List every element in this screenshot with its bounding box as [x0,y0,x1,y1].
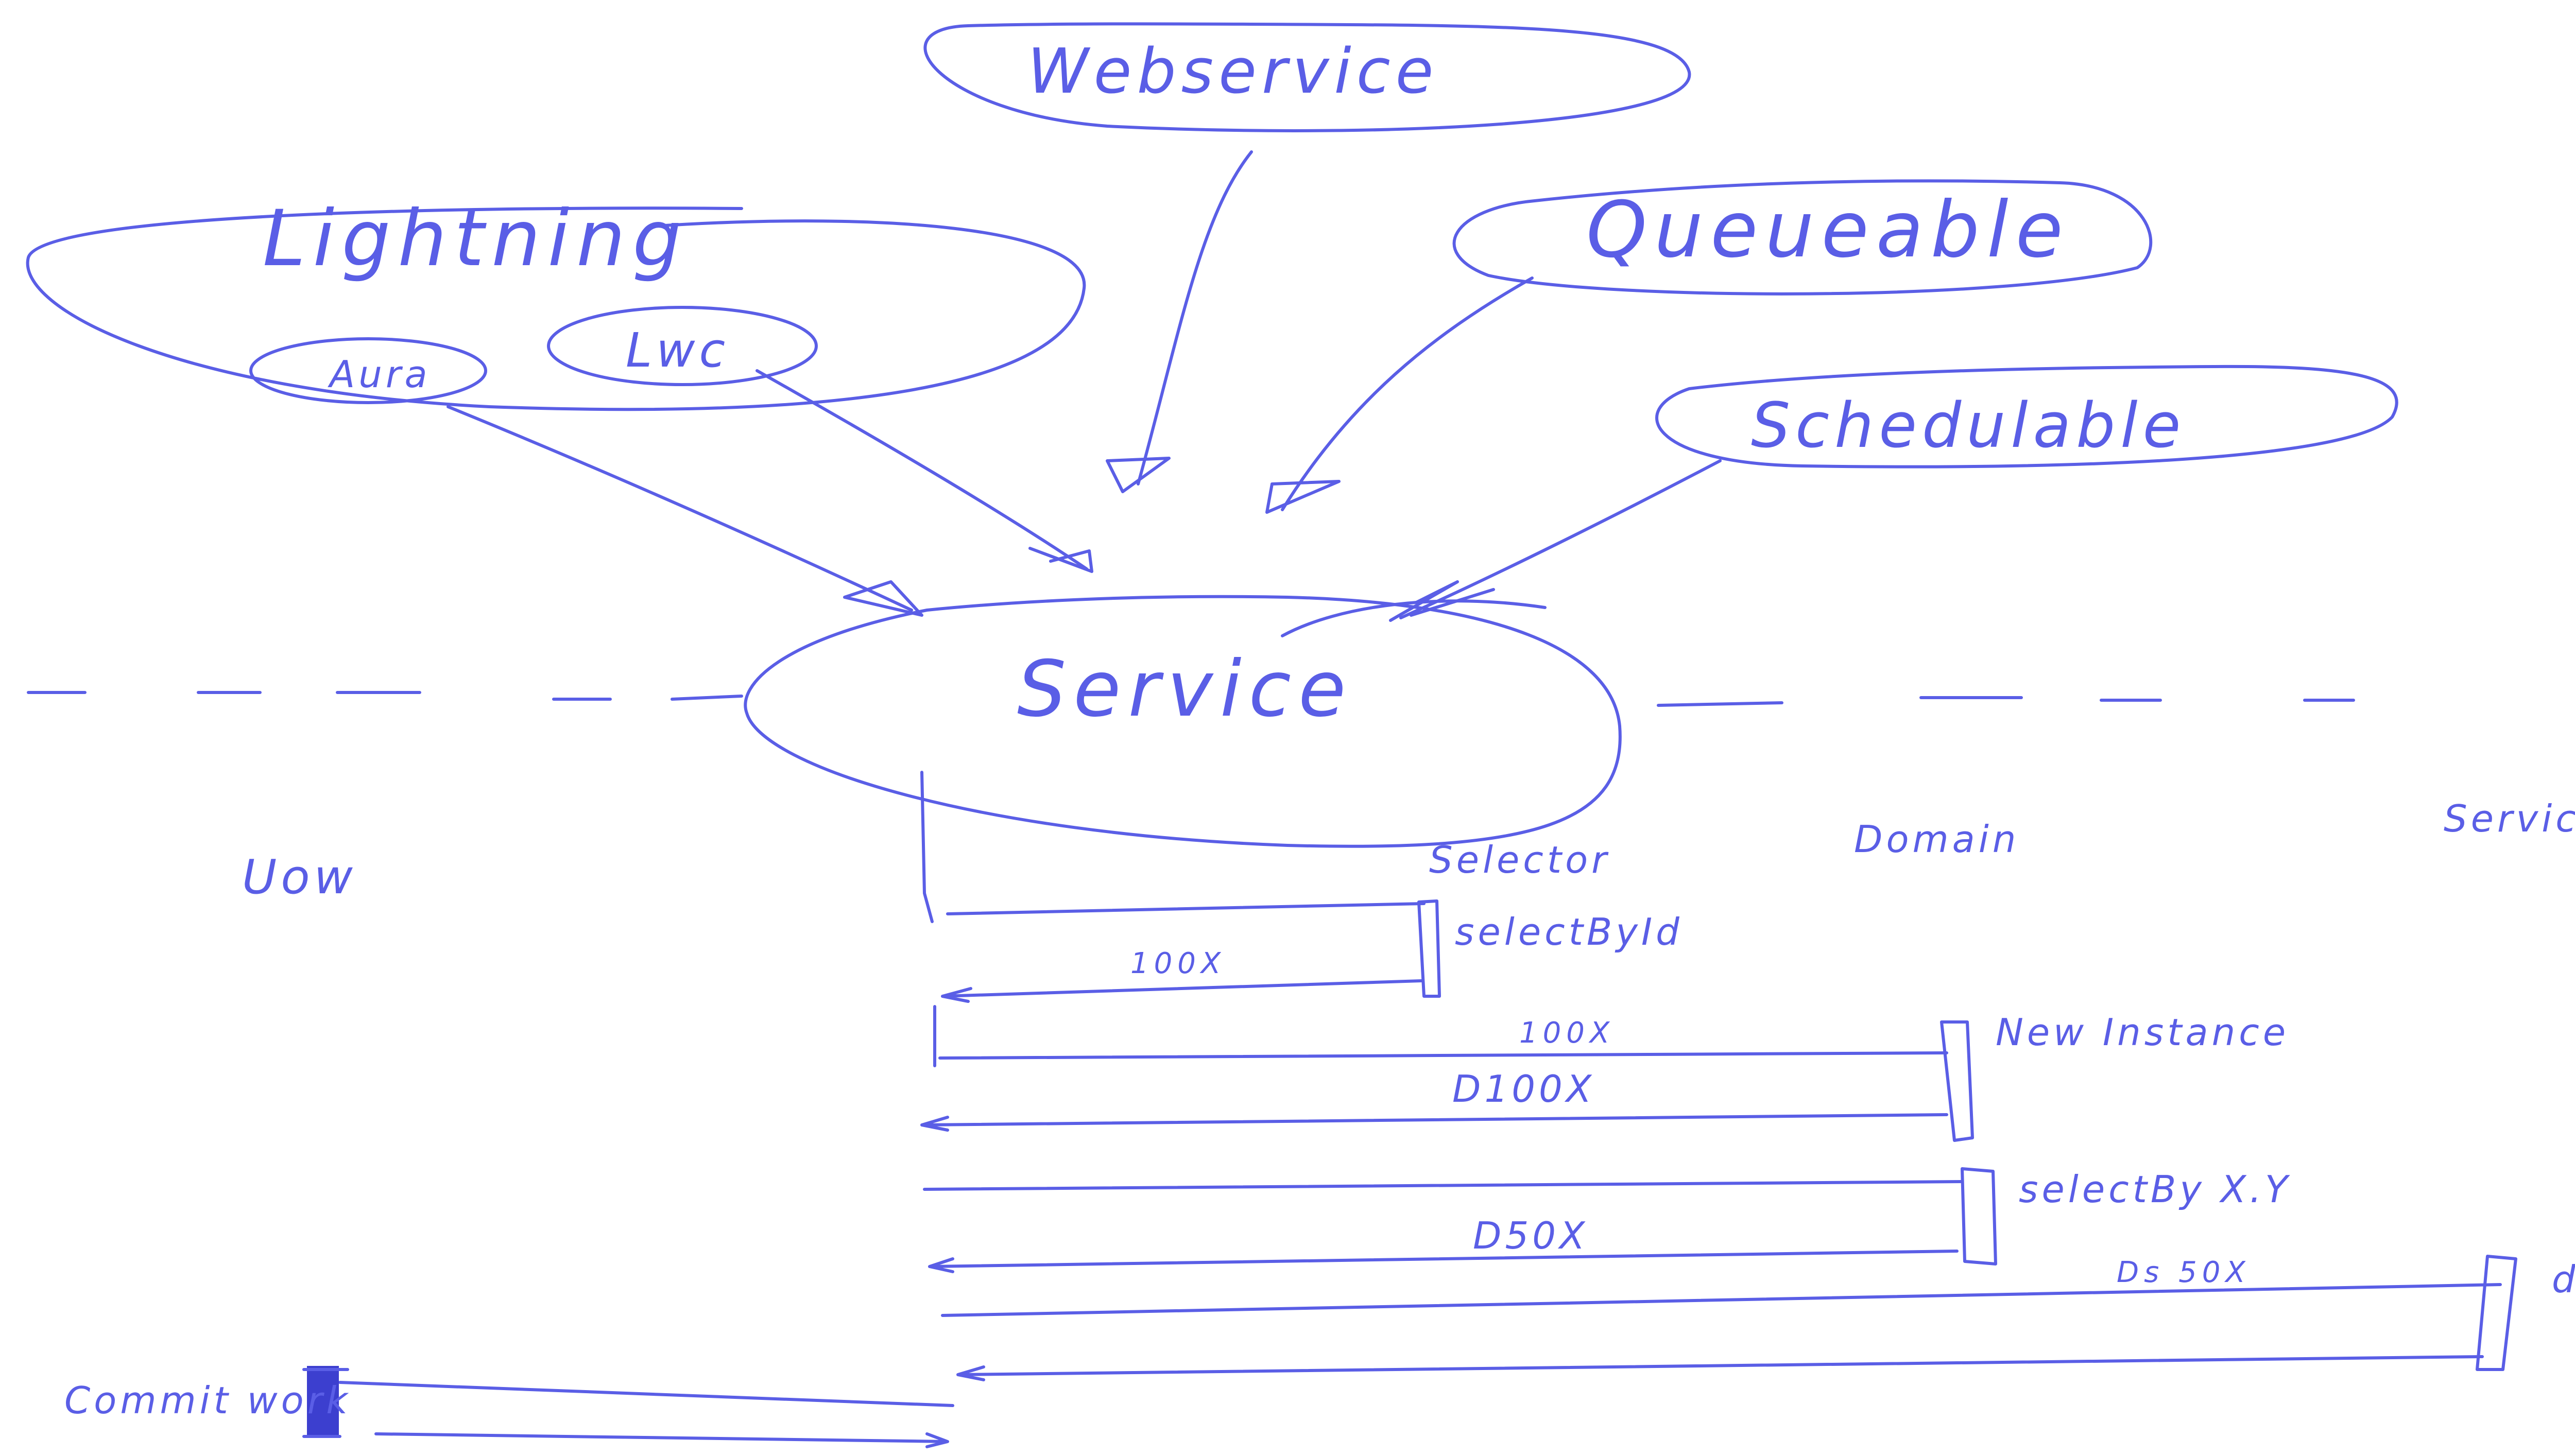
message-do-x: Ds 50X doX [941,1255,2575,1381]
schedulable-bubble [1655,365,2398,469]
arrow-lwc [756,369,1088,570]
message-do-x-label: doX [2552,1258,2575,1301]
message-select-by-xy-return [928,1250,1959,1273]
arrow-webservice [1137,150,1253,486]
service-lifeline [920,771,934,923]
lightning-bubble [26,206,1086,411]
layer-boundary [27,691,2355,707]
commit-work-call [338,1381,954,1407]
arrowhead-lwc [1028,547,1093,573]
message-new-instance-return-label: D100X [1452,1067,1595,1111]
webservice-label: Webservice [1027,36,1439,108]
arrowhead-aura [843,580,923,617]
aura-label: Aura [328,353,431,396]
message-select-by-id-label: selectById [1455,910,1683,954]
lane-headers: Uow Selector Domain Service [242,797,2575,905]
service-activation [2476,1255,2517,1371]
message-select-by-xy-return-label: D50X [1473,1214,1588,1257]
entry-arrows [447,150,1722,622]
lwc-bubble [547,306,818,386]
queueable-bubble [1452,179,2153,296]
message-new-instance-label: New Instance [1996,1011,2289,1054]
arrow-aura [447,405,913,612]
schedulable-label: Schedulable [1751,390,2186,462]
domain-activation-2 [1961,1167,1997,1266]
message-new-instance-return [920,1113,1948,1132]
webservice-bubble [923,22,1691,132]
commit-work-return [374,1432,949,1448]
message-select-by-id-return [941,979,1423,1003]
queueable-node: Queueable [1452,179,2153,296]
message-select-by-xy: selectBy X.Y D50X [923,1167,2291,1273]
message-new-instance: 100X New Instance D100X [920,1005,2289,1142]
lane-selector-label: Selector [1429,838,1610,881]
service-bubble-tail [1281,599,1547,637]
service-label: Service [1017,645,1353,734]
message-do-x-call-label: Ds 50X [2117,1256,2251,1289]
lightning-label: Lightning [263,194,689,284]
arrowhead-queueable [1265,480,1341,514]
message-new-instance-call-label: 100X [1519,1016,1615,1050]
queueable-label: Queueable [1586,185,2070,275]
message-do-x-return [956,1355,2484,1381]
lightning-node: Lightning Aura Lwc [26,194,1086,411]
commit-work-label: Commit work [64,1379,351,1422]
service-bubble [744,595,1622,848]
selector-activation-1 [1417,899,1441,998]
lane-uow-label: Uow [242,850,357,905]
domain-activation [1940,1020,1974,1142]
schedulable-node: Schedulable [1655,365,2398,469]
arrow-queueable [1281,276,1534,511]
webservice-node: Webservice [923,22,1691,132]
arrowhead-webservice [1106,457,1171,493]
service-node: Service [744,595,1622,848]
lane-service-label: Service [2444,797,2575,840]
lane-domain-label: Domain [1854,818,2019,861]
message-select-by-id: selectById 100X [941,899,1683,1003]
lwc-label: Lwc [626,323,729,378]
message-select-by-id-return-label: 100X [1130,947,1226,980]
aura-bubble [249,337,487,404]
arrow-schedulable [1399,459,1722,619]
message-select-by-xy-label: selectBy X.Y [2019,1168,2291,1211]
message-commit-work: Commit work [64,1366,954,1448]
